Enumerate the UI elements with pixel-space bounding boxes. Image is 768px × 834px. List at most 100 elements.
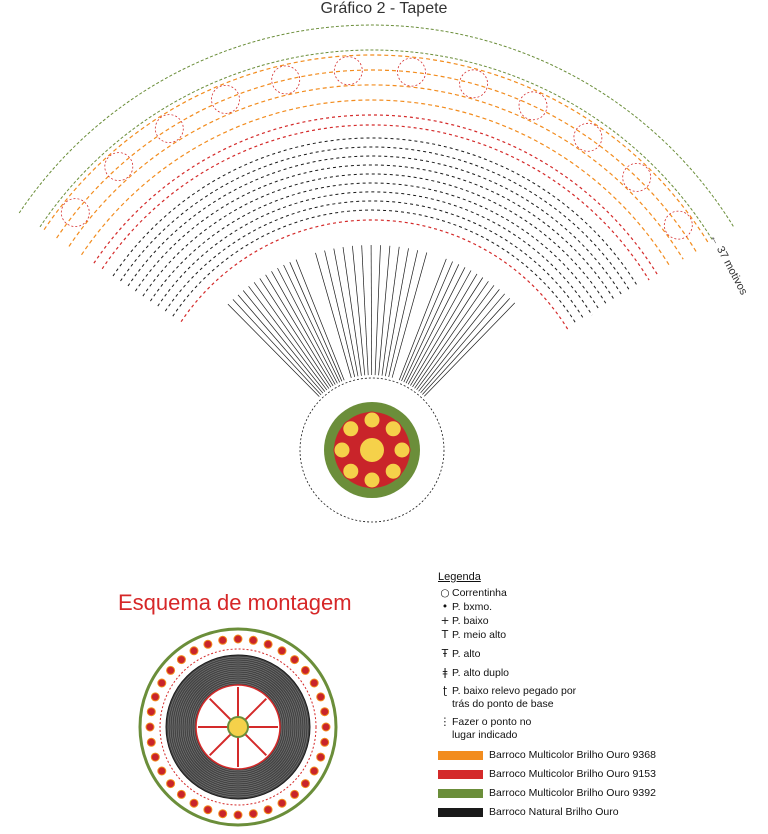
black-stitch-row	[164, 200, 585, 321]
inner-fan-stitch	[253, 282, 330, 389]
legend-color-item: Barroco Multicolor Brilho Ouro 9392	[438, 787, 758, 799]
assembly-motif	[321, 722, 331, 732]
inner-fan-stitch	[401, 261, 453, 382]
inner-fan-stitch	[422, 298, 511, 395]
assembly-motif	[248, 809, 258, 819]
legend-color-label: Barroco Multicolor Brilho Ouro 9368	[489, 749, 656, 761]
legend-symbol-label: P. baixo relevo pegado por trás do ponto…	[452, 685, 577, 710]
legend-color-label: Barroco Multicolor Brilho Ouro 9392	[489, 787, 656, 799]
assembly-stitch-ring	[167, 656, 309, 798]
legend-color-item: Barroco Multicolor Brilho Ouro 9153	[438, 768, 758, 780]
legend-symbol-item: ⋮Fazer o ponto no lugar indicado	[438, 716, 758, 742]
assembly-motif	[263, 805, 273, 815]
inner-fan-stitch	[361, 245, 369, 376]
assembly-motif	[176, 789, 186, 799]
color-swatch	[438, 750, 483, 760]
inner-fan-stitch	[265, 274, 334, 387]
assembly-scheme-title: Esquema de montagem	[118, 590, 352, 615]
inner-fan-stitch	[410, 273, 478, 386]
flower-bead	[333, 441, 351, 459]
inner-fan-stitch	[271, 271, 336, 385]
inner-fan-stitch	[391, 252, 428, 378]
assembly-motif	[300, 779, 310, 789]
flower-bead	[342, 462, 360, 480]
color-swatch	[438, 788, 483, 798]
assembly-motif	[157, 678, 167, 688]
assembly-stitch-ring	[185, 674, 291, 780]
motif-scallop	[573, 122, 603, 152]
assembly-motif	[189, 646, 199, 656]
assembly-motif	[316, 752, 326, 762]
inner-fan-stitch	[237, 294, 324, 394]
inner-fan-stitch	[259, 278, 332, 388]
inner-fan-stitch	[416, 285, 495, 390]
assembly-stitch-ring	[191, 680, 285, 774]
flower-center	[360, 438, 384, 462]
black-stitch-row	[112, 137, 639, 288]
inner-fan-stitch	[405, 267, 466, 384]
inner-fan-stitch	[342, 247, 362, 376]
inner-fan-stitch	[232, 299, 322, 396]
assembly-stitch-ring	[177, 666, 299, 788]
orange-motif-row	[81, 99, 671, 268]
red-stitch-row	[101, 124, 650, 281]
assembly-stitch-ring	[173, 662, 303, 792]
flower-bead	[363, 471, 381, 489]
legend-symbol-label: P. alto	[452, 648, 481, 660]
inner-fan-stitch	[424, 302, 516, 397]
assembly-motif	[145, 722, 155, 732]
motif-scallop	[104, 152, 134, 182]
assembly-motif	[166, 665, 176, 675]
assembly-stitch-ring	[171, 660, 305, 794]
assembly-motif	[316, 692, 326, 702]
assembly-motif	[300, 665, 310, 675]
motif-scallop	[211, 85, 240, 114]
assembly-motif	[218, 809, 228, 819]
assembly-motif	[203, 639, 213, 649]
assembly-motif	[320, 737, 330, 747]
inner-fan-stitch	[324, 250, 356, 378]
inner-fan-stitch	[412, 277, 484, 388]
flower-bead	[363, 411, 381, 429]
assembly-motif	[218, 635, 228, 645]
assembly-motif	[309, 678, 319, 688]
outer-border-arc	[18, 24, 735, 229]
assembly-stitch-ring	[179, 668, 297, 786]
center-ring	[299, 377, 445, 523]
assembly-motif	[277, 798, 287, 808]
assembly-motif	[150, 752, 160, 762]
inner-fan-stitch	[248, 286, 328, 391]
assembly-stitch-ring	[193, 682, 283, 772]
inner-fan-stitch	[295, 259, 345, 381]
black-stitch-row	[142, 173, 608, 306]
inner-fan-stitch	[385, 248, 409, 377]
legend-title: Legenda	[438, 571, 481, 583]
assembly-stitch-ring	[169, 658, 307, 796]
color-swatch	[438, 807, 483, 817]
motif-scallop	[333, 56, 363, 86]
crochet-fan-diagram	[18, 24, 735, 523]
indicated-place-symbol-icon: ⋮	[439, 716, 451, 728]
legend-symbol-item: ʈ P. baixo relevo pegado por trás do pont…	[438, 685, 758, 711]
legend-color-item: Barroco Natural Brilho Ouro	[438, 806, 758, 818]
slip-stitch-symbol-icon: •	[441, 601, 449, 613]
legend-symbol-label: P. meio alto	[452, 629, 507, 641]
motif-scallop	[518, 91, 548, 121]
assembly-motif	[290, 655, 300, 665]
legend-symbol-label: P. alto duplo	[452, 667, 510, 679]
flower-bead	[393, 441, 411, 459]
back-post-symbol-icon: ʈ	[442, 685, 448, 697]
inner-fan-stitch	[283, 264, 341, 383]
outer-border-arc	[39, 49, 714, 242]
assembly-center	[227, 716, 249, 738]
assembly-motif	[233, 634, 243, 644]
black-stitch-row	[172, 209, 578, 325]
legend-color-label: Barroco Natural Brilho Ouro	[489, 806, 619, 818]
assembly-motif	[290, 789, 300, 799]
